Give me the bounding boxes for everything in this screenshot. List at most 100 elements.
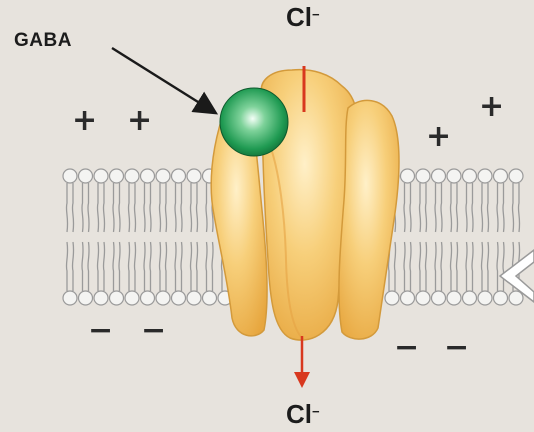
lipid-tail bbox=[113, 183, 114, 232]
lipid-tail bbox=[503, 183, 504, 232]
lipid-tail bbox=[165, 242, 166, 291]
phospholipid-head bbox=[401, 291, 415, 305]
lipid-tail bbox=[88, 242, 89, 291]
lipid-tail bbox=[497, 242, 498, 291]
phospholipid-head bbox=[94, 291, 108, 305]
lipid-tail bbox=[503, 242, 504, 291]
lipid-tail bbox=[196, 242, 197, 291]
lipid-tail bbox=[181, 242, 182, 291]
positive-charge: + bbox=[72, 106, 97, 136]
phospholipid-head bbox=[63, 169, 77, 183]
lipid-tail bbox=[425, 183, 426, 232]
gaba-ligand bbox=[220, 88, 288, 156]
lipid-tail bbox=[97, 242, 98, 291]
lipid-tail bbox=[441, 183, 442, 232]
lipid-tail bbox=[119, 242, 120, 291]
phospholipid-head bbox=[172, 169, 186, 183]
lipid-tail bbox=[410, 183, 411, 232]
lipid-tail bbox=[466, 242, 467, 291]
phospholipid-head bbox=[447, 291, 461, 305]
lipid-tail bbox=[97, 183, 98, 232]
chloride-ion-bottom: Cl− bbox=[286, 401, 320, 427]
phospholipid-head bbox=[509, 169, 523, 183]
phospholipid-head bbox=[110, 291, 124, 305]
phospholipid-head bbox=[94, 169, 108, 183]
lipid-tail bbox=[425, 242, 426, 291]
positive-charge: + bbox=[426, 122, 451, 152]
phospholipid-head bbox=[79, 169, 93, 183]
lipid-tail bbox=[134, 242, 135, 291]
lipid-tail bbox=[441, 242, 442, 291]
lipid-tail bbox=[481, 242, 482, 291]
negative-charge: − bbox=[141, 316, 166, 346]
lipid-tail bbox=[394, 242, 395, 291]
lipid-tail bbox=[206, 242, 207, 291]
lipid-tail bbox=[134, 183, 135, 232]
phospholipid-head bbox=[79, 291, 93, 305]
lipid-tail bbox=[206, 183, 207, 232]
phospholipid-head bbox=[463, 169, 477, 183]
phospholipid-head bbox=[125, 291, 139, 305]
lipid-tail bbox=[119, 183, 120, 232]
phospholipid-head bbox=[478, 291, 492, 305]
lipid-tail bbox=[72, 183, 73, 232]
chloride-ion-top: Cl− bbox=[286, 4, 320, 30]
lipid-tail bbox=[435, 242, 436, 291]
lipid-tail bbox=[144, 242, 145, 291]
phospholipid-head bbox=[125, 169, 139, 183]
phospholipid-head bbox=[63, 291, 77, 305]
lipid-tail bbox=[128, 242, 129, 291]
lipid-tail bbox=[150, 183, 151, 232]
phospholipid-head bbox=[478, 169, 492, 183]
lipid-tail bbox=[82, 242, 83, 291]
phospholipid-head bbox=[494, 169, 508, 183]
lipid-tail bbox=[419, 242, 420, 291]
lipid-tail bbox=[128, 183, 129, 232]
phospholipid-head bbox=[416, 291, 430, 305]
lipid-tail bbox=[196, 183, 197, 232]
lipid-tail bbox=[456, 242, 457, 291]
phospholipid-head bbox=[509, 291, 523, 305]
lipid-tail bbox=[165, 183, 166, 232]
lipid-tail bbox=[150, 242, 151, 291]
negative-charge: − bbox=[88, 316, 113, 346]
positive-charge: + bbox=[127, 106, 152, 136]
phospholipid-head bbox=[432, 291, 446, 305]
lipid-tail bbox=[66, 183, 67, 232]
lipid-tail bbox=[159, 183, 160, 232]
phospholipid-head bbox=[187, 291, 201, 305]
lipid-tail bbox=[190, 183, 191, 232]
lipid-tail bbox=[82, 183, 83, 232]
negative-charge: − bbox=[444, 333, 469, 363]
lipid-tail bbox=[410, 242, 411, 291]
phospholipid-head bbox=[385, 291, 399, 305]
lipid-tail bbox=[181, 183, 182, 232]
membrane-left bbox=[63, 169, 232, 305]
lipid-tail bbox=[175, 242, 176, 291]
lipid-tail bbox=[404, 242, 405, 291]
phospholipid-head bbox=[141, 291, 155, 305]
lipid-tail bbox=[103, 242, 104, 291]
membrane-right bbox=[385, 169, 523, 305]
lipid-tail bbox=[103, 183, 104, 232]
phospholipid-head bbox=[432, 169, 446, 183]
lipid-tail bbox=[481, 183, 482, 232]
lipid-tail bbox=[212, 242, 213, 291]
down-arrow-icon bbox=[294, 372, 310, 388]
lipid-tail bbox=[487, 242, 488, 291]
lipid-tail bbox=[435, 183, 436, 232]
lipid-tail bbox=[512, 183, 513, 232]
lipid-tail bbox=[113, 242, 114, 291]
lipid-tail bbox=[72, 242, 73, 291]
lipid-tail bbox=[466, 183, 467, 232]
lipid-tail bbox=[487, 183, 488, 232]
lipid-tail bbox=[144, 183, 145, 232]
lipid-tail bbox=[450, 183, 451, 232]
lipid-tail bbox=[472, 242, 473, 291]
phospholipid-head bbox=[447, 169, 461, 183]
lipid-tail bbox=[450, 242, 451, 291]
phospholipid-head bbox=[463, 291, 477, 305]
positive-charge: + bbox=[479, 92, 504, 122]
gaba-label: GABA bbox=[14, 30, 72, 52]
